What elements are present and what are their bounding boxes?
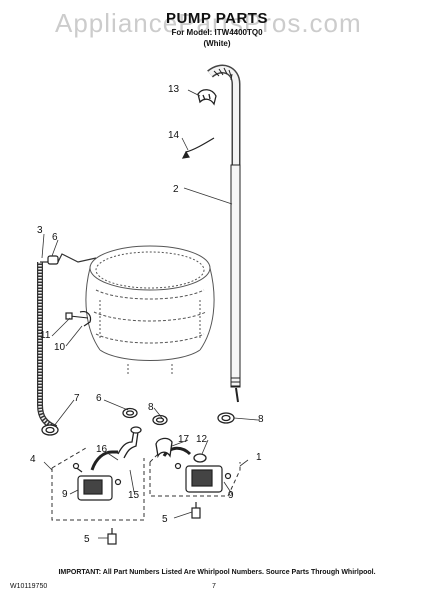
right-pump-box [149, 451, 241, 497]
tie-strap [181, 137, 215, 159]
callout-9-left: 9 [62, 489, 68, 500]
watermark: AppliancePartsPros.com [55, 8, 362, 38]
document-number: W10119750 [10, 583, 48, 590]
callout-4: 4 [30, 454, 36, 465]
washer-tub [85, 245, 215, 374]
callout-9-right: 9 [228, 490, 234, 501]
hose-clamp-top [47, 255, 59, 265]
leader-lines [41, 89, 259, 539]
page-number: 7 [212, 583, 216, 590]
callout-10: 10 [54, 342, 66, 353]
callout-14: 14 [168, 130, 180, 141]
right-pump-hose [155, 437, 173, 459]
hose-clamp-pump [193, 453, 207, 463]
callout-labels: 1 2 3 4 5 5 6 6 7 8 8 9 9 10 11 12 13 14… [30, 84, 264, 545]
callout-2: 2 [173, 184, 179, 195]
parts-footnote: IMPORTANT: All Part Numbers Listed Are W… [58, 569, 376, 576]
color-line: (White) [203, 39, 231, 48]
left-pump [72, 450, 122, 501]
hose-clamp-left [41, 424, 59, 436]
drain-hose [207, 64, 241, 403]
callout-12: 12 [196, 434, 208, 445]
hose-clamp-right [217, 412, 235, 424]
callout-11: 11 [40, 330, 51, 341]
model-line: For Model: ITW4400TQ0 [171, 28, 263, 37]
callout-16: 16 [96, 444, 108, 455]
page-title: PUMP PARTS [166, 10, 268, 27]
left-pump-box [51, 447, 145, 521]
callout-3: 3 [37, 225, 43, 236]
screw-right [191, 502, 201, 519]
callout-15: 15 [128, 490, 140, 501]
callout-17: 17 [178, 434, 190, 445]
callout-5-left: 5 [84, 534, 90, 545]
hose-clip [197, 89, 217, 106]
callout-13: 13 [168, 84, 180, 95]
right-pump [162, 446, 232, 493]
left-pump-hose [117, 426, 142, 459]
screw-left [107, 528, 117, 545]
callout-7: 7 [74, 393, 80, 404]
callout-6-top: 6 [52, 232, 58, 243]
hose-clamp-center [152, 414, 168, 426]
callout-5-right: 5 [162, 514, 168, 525]
callout-1: 1 [256, 452, 262, 463]
callout-6-center: 6 [96, 393, 102, 404]
callout-8-center: 8 [148, 402, 154, 413]
hose-clamp-center-left [122, 407, 138, 419]
callout-8-right: 8 [258, 414, 264, 425]
